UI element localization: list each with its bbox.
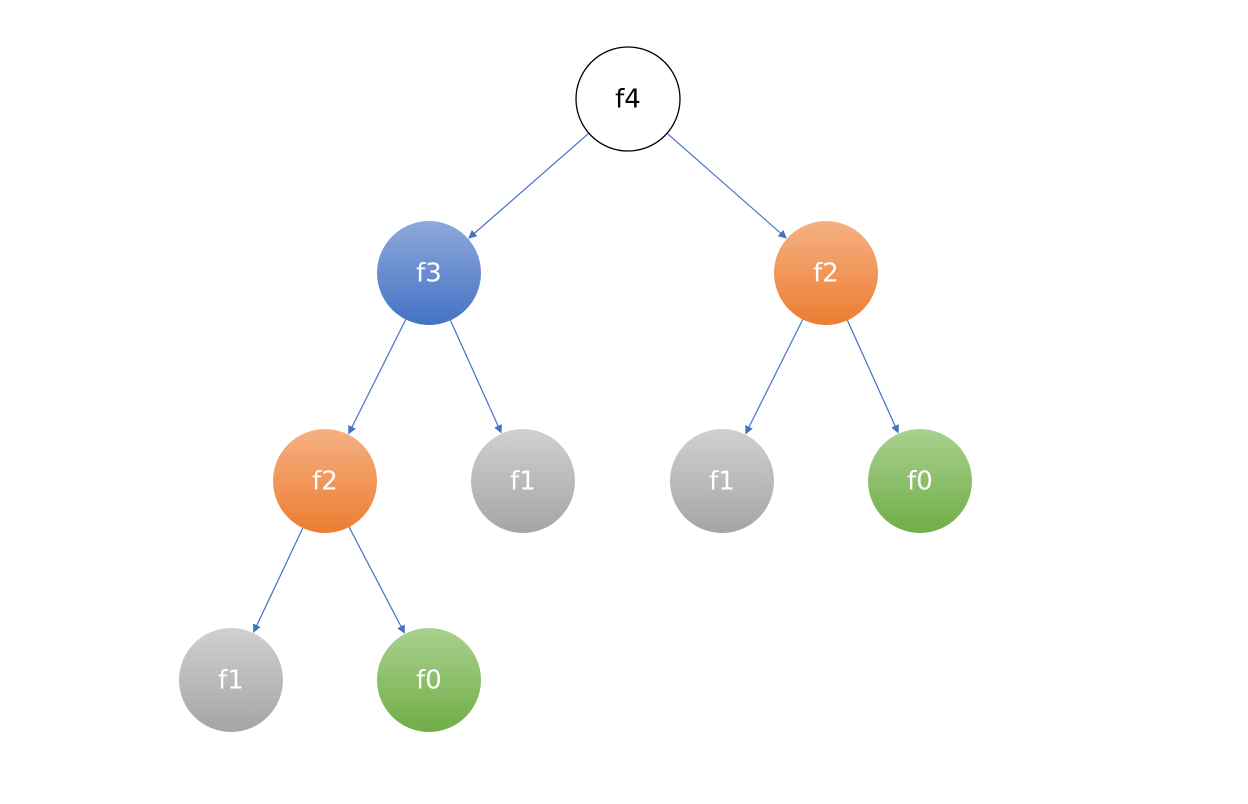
node-label: f0 bbox=[416, 666, 442, 696]
node-circle bbox=[670, 429, 774, 533]
edge-n-f4-to-n-f3 bbox=[468, 132, 590, 239]
edge-n-f3-to-n-f1-a bbox=[449, 320, 502, 434]
edge-n-f3-to-n-f2-l bbox=[348, 319, 407, 435]
node-label: f0 bbox=[907, 467, 933, 497]
node-label: f1 bbox=[709, 467, 735, 497]
tree-node-f2-l: f2 bbox=[273, 429, 377, 533]
tree-node-f1-a: f1 bbox=[471, 429, 575, 533]
tree-node-f4: f4 bbox=[575, 46, 681, 152]
node-circle bbox=[377, 628, 481, 732]
node-label: f2 bbox=[312, 467, 338, 497]
node-circle bbox=[179, 628, 283, 732]
node-circle bbox=[868, 429, 972, 533]
node-circle bbox=[273, 429, 377, 533]
edge-n-f2-l-to-n-f0-b bbox=[348, 526, 405, 634]
edge-n-f4-to-n-f2-r bbox=[666, 132, 787, 239]
tree-node-f3: f3 bbox=[377, 221, 481, 325]
tree-node-f2-r: f2 bbox=[774, 221, 878, 325]
node-label: f1 bbox=[510, 467, 536, 497]
node-label: f3 bbox=[416, 259, 442, 289]
node-circle bbox=[774, 221, 878, 325]
tree-node-f0-a: f0 bbox=[868, 429, 972, 533]
tree-node-f1-c: f1 bbox=[179, 628, 283, 732]
tree-node-f0-b: f0 bbox=[377, 628, 481, 732]
node-circle bbox=[471, 429, 575, 533]
node-circle bbox=[377, 221, 481, 325]
nodes-layer: f4 f3 f2 f2 f1 f1 f0 f1 f0 bbox=[179, 46, 972, 732]
node-label: f2 bbox=[813, 259, 839, 289]
node-circle bbox=[575, 46, 681, 152]
edge-n-f2-r-to-n-f0-a bbox=[846, 320, 899, 434]
node-label: f1 bbox=[218, 666, 244, 696]
tree-node-f1-b: f1 bbox=[670, 429, 774, 533]
edge-n-f2-r-to-n-f1-b bbox=[745, 319, 804, 435]
node-label: f4 bbox=[615, 85, 641, 115]
edges-layer bbox=[253, 132, 899, 634]
edge-n-f2-l-to-n-f1-c bbox=[253, 527, 304, 633]
